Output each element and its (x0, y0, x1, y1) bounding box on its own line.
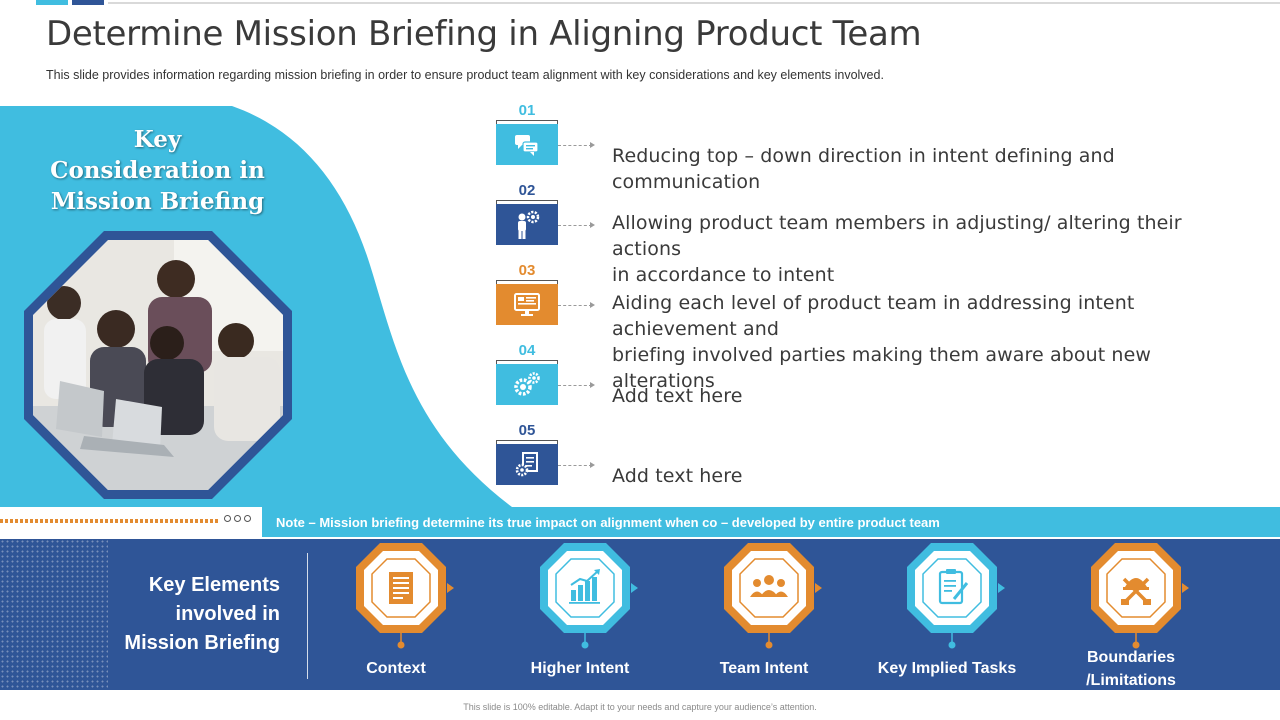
note-bar (0, 507, 1280, 537)
step-number: 03 (518, 262, 536, 279)
document-gear-icon (515, 451, 538, 476)
element-octagon (907, 543, 1005, 649)
crossed-tools-icon (1121, 577, 1151, 605)
key-consideration-heading[interactable]: Key Consideration in Mission Briefing (20, 124, 295, 217)
element-key-implied-tasks[interactable]: Key Implied Tasks (872, 539, 1022, 690)
list-item: 04 Add text here (496, 340, 1256, 420)
clipboard-checklist-icon (938, 569, 969, 605)
element-octagon (724, 543, 822, 649)
team-photo-image (24, 231, 292, 499)
page-subtitle[interactable]: This slide provides information regardin… (46, 68, 884, 82)
step-text-line: Add text here (612, 385, 743, 407)
person-gear-icon (518, 210, 540, 239)
step-tab (496, 280, 558, 286)
element-higher-intent[interactable]: Higher Intent (505, 539, 655, 690)
element-label: Key Implied Tasks (877, 660, 1017, 677)
bar-chart-icon (569, 569, 600, 604)
step-icon-box[interactable] (496, 124, 558, 165)
list-item: 03 Aiding each level of product team in … (496, 260, 1256, 392)
element-label: Boundaries /Limitations (1056, 646, 1206, 692)
divider (307, 553, 308, 679)
step-text-line: briefing involved parties making them aw… (612, 344, 1152, 392)
step-icon-box[interactable] (496, 204, 558, 245)
step-text-line: Aiding each level of product team in add… (612, 292, 1135, 340)
key-consideration-line3: Mission Briefing (50, 188, 265, 215)
step-tab (496, 440, 558, 446)
step-number: 01 (518, 102, 536, 119)
footer-note: This slide is 100% editable. Adapt it to… (463, 702, 817, 712)
key-elements-heading[interactable]: Key Elements involved in Mission Briefin… (110, 571, 280, 658)
dotted-pattern (0, 539, 108, 690)
step-text[interactable]: Add text here (612, 463, 1252, 489)
key-elements-line3: Mission Briefing (124, 632, 280, 654)
list-item: 02 Allowing product team members in adju… (496, 180, 1256, 286)
step-icon-box[interactable] (496, 284, 558, 325)
ring-dots (224, 515, 251, 522)
step-icon-box[interactable] (496, 444, 558, 485)
list-item: 01 Reducing top – down direction in inte… (496, 100, 1256, 193)
element-octagon (540, 543, 638, 649)
key-elements-panel: Key Elements involved in Mission Briefin… (0, 539, 1280, 690)
step-text[interactable]: Allowing product team members in adjusti… (612, 210, 1252, 288)
dashed-arrow (558, 462, 595, 468)
top-accent-bar (0, 0, 1280, 6)
step-tab (496, 360, 558, 366)
step-text[interactable]: Reducing top – down direction in intent … (612, 143, 1252, 195)
element-label-line2: /Limitations (1086, 672, 1176, 689)
element-team-intent[interactable]: Team Intent (689, 539, 839, 690)
step-text-line: Reducing top – down direction in intent … (612, 145, 1115, 193)
dashed-arrow (558, 222, 595, 228)
top-rule (108, 2, 1280, 4)
key-consideration-line2: Consideration in (50, 157, 265, 184)
step-number: 04 (518, 342, 536, 359)
step-tab (496, 200, 558, 206)
chat-bubbles-icon (515, 134, 539, 156)
dashed-arrow (558, 302, 595, 308)
step-number: 02 (518, 182, 536, 199)
element-octagon (1091, 543, 1189, 649)
orange-dotted-line (0, 519, 218, 523)
step-icon-box[interactable] (496, 364, 558, 405)
step-text[interactable]: Add text here (612, 383, 1252, 409)
note-bar-background (262, 507, 1280, 537)
step-tab (496, 120, 558, 126)
dashed-arrow (558, 382, 595, 388)
element-label: Team Intent (719, 660, 809, 677)
list-item: 05 Add text here (496, 420, 1256, 500)
team-people-icon (750, 575, 788, 597)
element-label: Context (366, 660, 426, 677)
key-elements-line2: involved in (175, 603, 280, 625)
monitor-dashboard-icon (514, 292, 540, 316)
step-text[interactable]: Aiding each level of product team in add… (612, 290, 1252, 394)
key-consideration-line1: Key (133, 126, 182, 153)
page-title[interactable]: Determine Mission Briefing in Aligning P… (46, 14, 922, 54)
step-text-line: in accordance to intent (612, 264, 835, 286)
step-number: 05 (518, 422, 536, 439)
team-photo (24, 231, 292, 504)
top-accent-navy (72, 0, 104, 5)
key-elements-line1: Key Elements (148, 574, 280, 596)
top-accent-teal (36, 0, 68, 5)
element-label-line1: Boundaries (1086, 649, 1175, 666)
element-octagon (356, 543, 454, 649)
element-boundaries-limitations[interactable]: Boundaries /Limitations (1056, 539, 1206, 690)
key-considerations-list: 01 Reducing top – down direction in inte… (496, 100, 1256, 500)
step-text-line: Allowing product team members in adjusti… (612, 212, 1182, 260)
gears-icon (514, 371, 540, 396)
element-label: Higher Intent (530, 660, 630, 677)
note-text[interactable]: Note – Mission briefing determine its tr… (276, 515, 940, 530)
element-context[interactable]: Context (321, 539, 471, 690)
step-text-line: Add text here (612, 465, 743, 487)
document-list-icon (389, 572, 413, 604)
dashed-arrow (558, 142, 595, 148)
